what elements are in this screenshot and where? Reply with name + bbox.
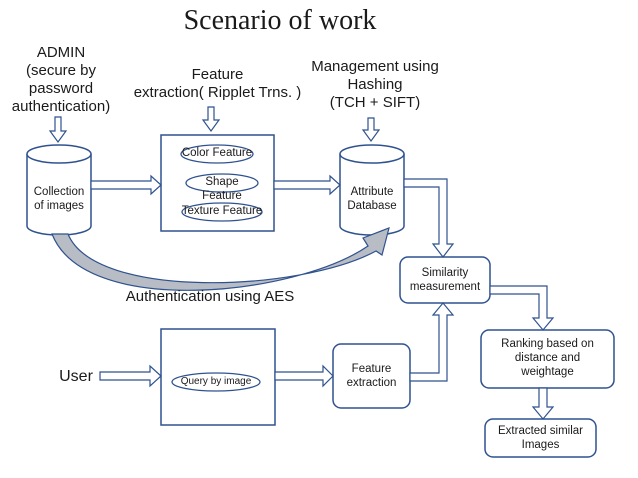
attribute-to-similarity-arrow	[403, 178, 455, 258]
feature-down-arrow	[201, 106, 221, 133]
shape-feature-ellipse	[185, 173, 259, 193]
feature-extraction-box-label: Feature extraction	[346, 363, 397, 389]
extracted-images-label: Extracted similar Images	[498, 425, 583, 451]
texture-feature-label: Texture Feature	[181, 205, 263, 217]
user-label: User	[59, 368, 93, 385]
management-hashing-label: Management using Hashing (TCH + SIFT)	[311, 58, 439, 111]
color-feature-ellipse	[180, 144, 254, 164]
query-ellipse	[171, 372, 261, 392]
query-by-image-label: Query by image	[180, 376, 252, 387]
query-to-extraction-arrow	[274, 364, 334, 388]
ranking-to-extracted-arrow	[531, 387, 555, 420]
features-to-attribute-arrow	[273, 174, 341, 196]
admin-label: ADMIN (secure by password authentication…	[11, 44, 111, 115]
collection-db-label: Collection of images	[33, 186, 85, 212]
attribute-db-label: Attribute Database	[347, 186, 397, 212]
admin-down-arrow	[48, 116, 68, 144]
extracted-box-shape	[484, 418, 597, 458]
feature-extraction-top-label: Feature extraction( Ripplet Trns. )	[133, 66, 302, 101]
similarity-measurement-label: Similarity measurement	[409, 267, 481, 293]
collection-to-features-arrow	[90, 174, 162, 196]
color-feature-label: Color Feature	[181, 147, 253, 159]
aes-curve-arrow	[51, 227, 390, 291]
page-title: Scenario of work	[183, 5, 377, 36]
extraction-to-similarity-arrow	[409, 302, 455, 382]
shape-feature-label: Shape Feature	[202, 176, 242, 202]
hashing-down-arrow	[361, 117, 381, 143]
ranking-label: Ranking based on distance and weightage	[501, 338, 594, 378]
attribute-cylinder	[339, 144, 405, 236]
auth-aes-label: Authentication using AES	[125, 288, 295, 305]
texture-feature-ellipse	[181, 202, 263, 222]
user-to-query-arrow	[99, 364, 162, 388]
similarity-box-shape	[399, 256, 491, 304]
similarity-to-ranking-arrow	[489, 285, 555, 331]
